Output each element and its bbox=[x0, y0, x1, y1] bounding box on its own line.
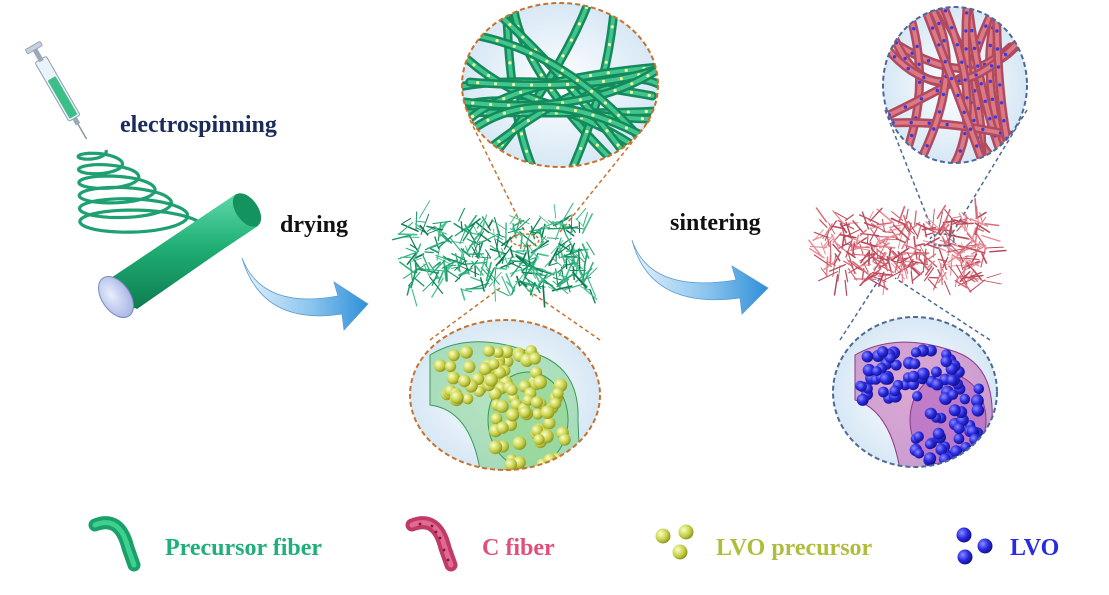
lvo-icon bbox=[956, 527, 993, 565]
sintering-label: sintering bbox=[670, 210, 761, 236]
drying-arrow bbox=[241, 257, 369, 331]
drying-label: drying bbox=[280, 212, 349, 238]
c-fiber-zoom bbox=[882, 6, 1028, 164]
legend-precursor-fiber: Precursor fiber bbox=[165, 535, 323, 561]
collector-drum bbox=[98, 193, 262, 318]
electrospinning-label: electrospinning bbox=[120, 112, 277, 138]
precursor-fiber-mat bbox=[391, 200, 598, 308]
precursor-mat-spot bbox=[510, 233, 540, 247]
electrospinning-jet bbox=[76, 149, 206, 234]
precursor-fiber-zoom bbox=[461, 2, 659, 168]
c-fiber-icon bbox=[405, 516, 458, 572]
sintering-arrow bbox=[631, 239, 769, 315]
syringe-icon bbox=[25, 41, 88, 140]
precursor-fiber-cross-section bbox=[409, 319, 601, 471]
c-fiber-mat-spot bbox=[929, 233, 955, 247]
legend-lvo: LVO bbox=[1010, 535, 1060, 561]
c-fiber-mat bbox=[808, 197, 1007, 296]
legend-c-fiber: C fiber bbox=[482, 535, 555, 561]
precursor-fiber-icon bbox=[88, 516, 141, 572]
lvo-precursor-icon bbox=[655, 524, 694, 560]
legend-lvo-precursor: LVO precursor bbox=[716, 535, 873, 561]
c-fiber-cross-section bbox=[832, 316, 998, 468]
